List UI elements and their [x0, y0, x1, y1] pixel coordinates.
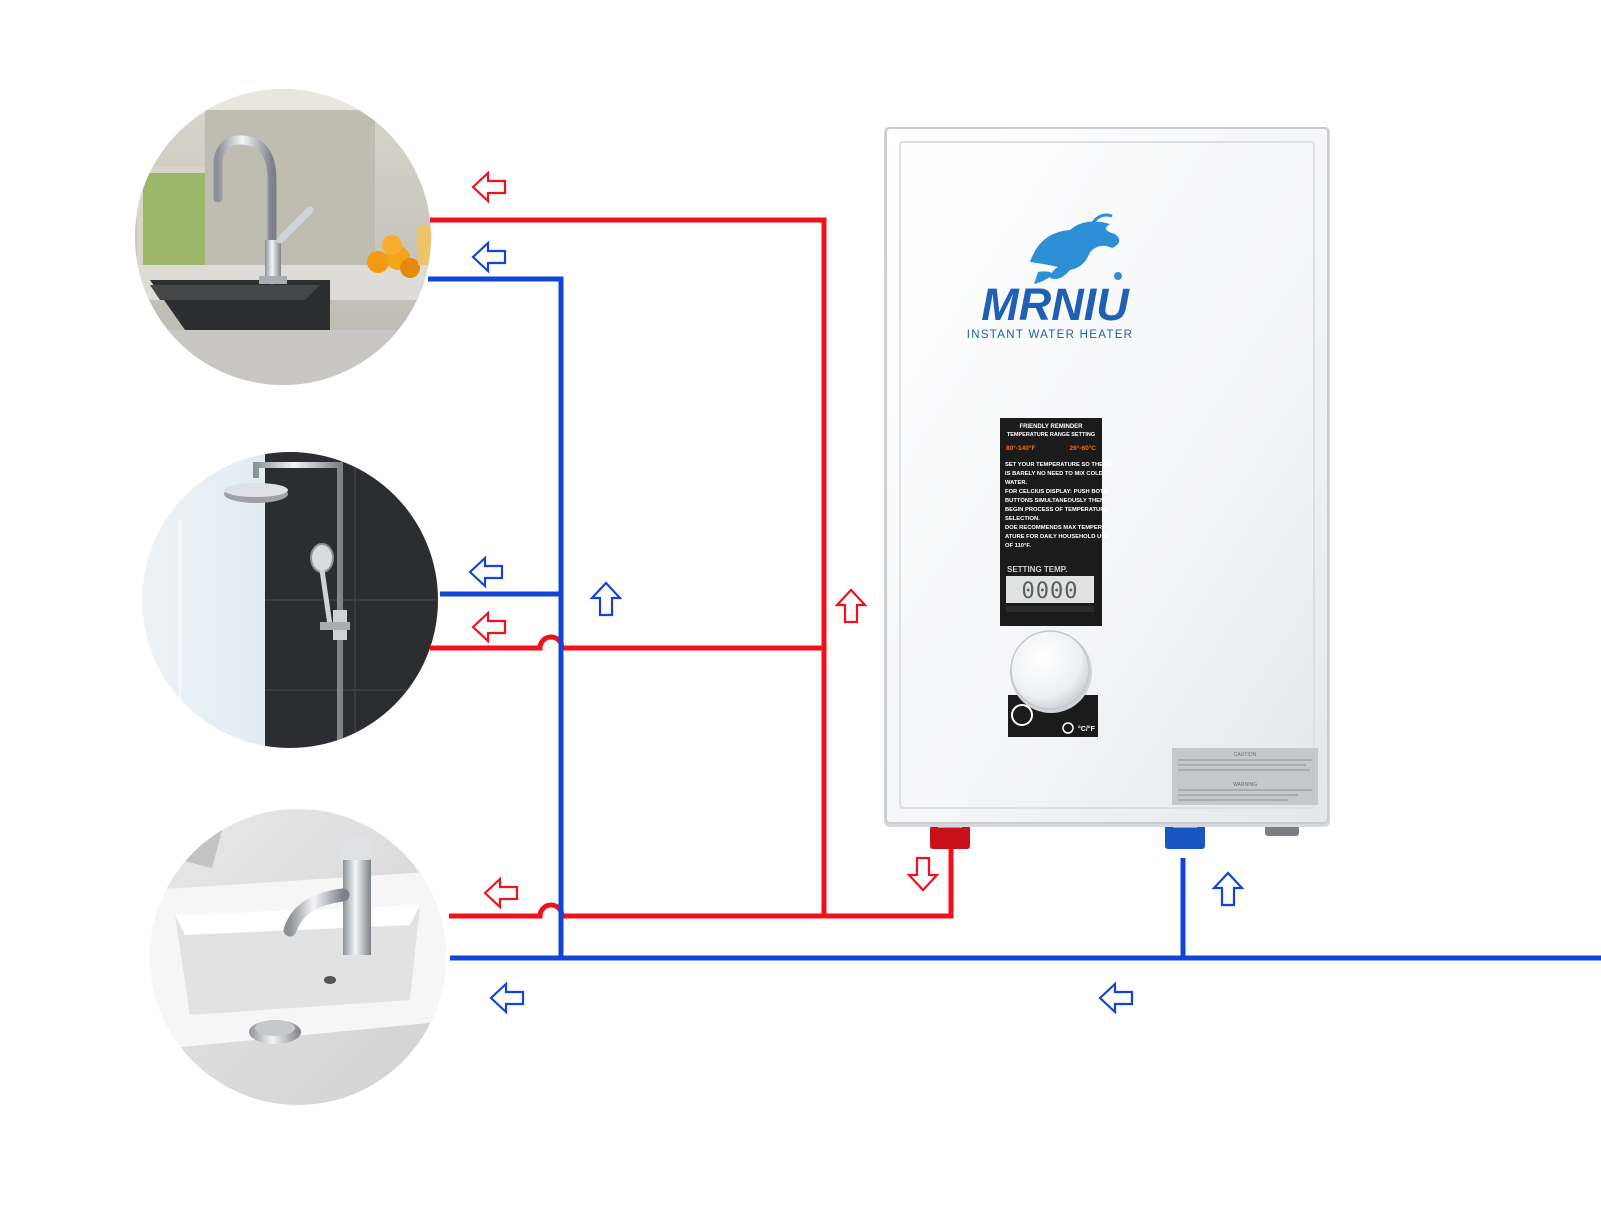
cold-flow-arrow-icon — [590, 581, 622, 617]
panel-instruction-line: BEGIN PROCESS OF TEMPERATURE — [1005, 507, 1108, 513]
hot-flow-arrow-icon — [471, 171, 507, 203]
rain-shower-photo — [142, 452, 438, 748]
cold-water-pipes — [428, 276, 1601, 961]
panel-instruction-line: FOR CELCIUS DISPLAY: PUSH BOTH — [1005, 489, 1108, 495]
range-celsius: 26°-60°C — [1069, 444, 1096, 452]
cold-inlet-fitting — [1165, 825, 1205, 849]
panel-title-line1: FRIENDLY REMINDER — [1019, 424, 1083, 430]
setting-temp-label: SETTING TEMP. — [1007, 565, 1067, 574]
range-fahrenheit: 80°-140°F — [1006, 444, 1035, 452]
bull-logo-icon — [1030, 213, 1122, 284]
caution-title: CAUTION — [1234, 752, 1257, 758]
caution-label: CAUTION WARNING — [1172, 748, 1318, 805]
unit-toggle-label: °C/°F — [1078, 725, 1096, 733]
panel-instruction-line: SELECTION. — [1005, 516, 1040, 522]
power-icon — [1011, 704, 1033, 726]
unit-toggle-icon — [1062, 722, 1074, 734]
cold-flow-arrow-icon — [1098, 982, 1134, 1014]
bathroom-sink-photo — [150, 809, 446, 1105]
kitchen-faucet-photo — [135, 89, 431, 385]
hot-flow-arrow-icon — [907, 856, 939, 892]
warning-title: WARNING — [1233, 782, 1257, 788]
panel-title-line2: TEMPERATURE RANGE SETTING — [1007, 432, 1095, 438]
brand-name: MRNIU — [981, 279, 1130, 330]
panel-instruction-line: ATURE FOR DAILY HOUSEHOLD USE — [1005, 534, 1109, 540]
panel-instruction-line: DOE RECOMMENDS MAX TEMPER- — [1005, 525, 1104, 531]
hot-flow-arrow-icon — [835, 588, 867, 624]
panel-instruction-line: SET YOUR TEMPERATURE SO THERE — [1005, 462, 1111, 468]
hot-water-pipes — [430, 217, 954, 919]
panel-instructions: SET YOUR TEMPERATURE SO THERE IS BARELY N… — [1005, 462, 1111, 549]
panel-instruction-line: IS BARELY NO NEED TO MIX COLD — [1005, 471, 1103, 477]
water-heater-unit: MRNIU INSTANT WATER HEATER FRIENDLY REMI… — [884, 127, 1330, 849]
panel-instruction-line: WATER. — [1005, 480, 1028, 486]
cold-flow-arrow-icon — [471, 241, 507, 273]
cold-flow-arrow-icon — [468, 556, 504, 588]
cold-flow-arrow-icon — [489, 982, 525, 1014]
product-subtitle: INSTANT WATER HEATER — [967, 329, 1134, 341]
temperature-value: 0000 — [1022, 579, 1079, 604]
control-panel: FRIENDLY REMINDER TEMPERATURE RANGE SETT… — [1000, 418, 1111, 626]
panel-instruction-line: BUTTONS SIMULTANEOUSLY THEN — [1005, 498, 1104, 504]
cold-flow-arrow-icon — [1212, 871, 1244, 907]
heater-body — [885, 127, 1329, 824]
temperature-display — [1006, 576, 1094, 603]
temperature-knob[interactable] — [1010, 630, 1090, 710]
hot-outlet-fitting — [930, 825, 970, 849]
panel-instruction-line: OF 110°F. — [1005, 543, 1031, 549]
hot-flow-arrow-icon — [471, 611, 507, 643]
hot-flow-arrow-icon — [483, 877, 519, 909]
